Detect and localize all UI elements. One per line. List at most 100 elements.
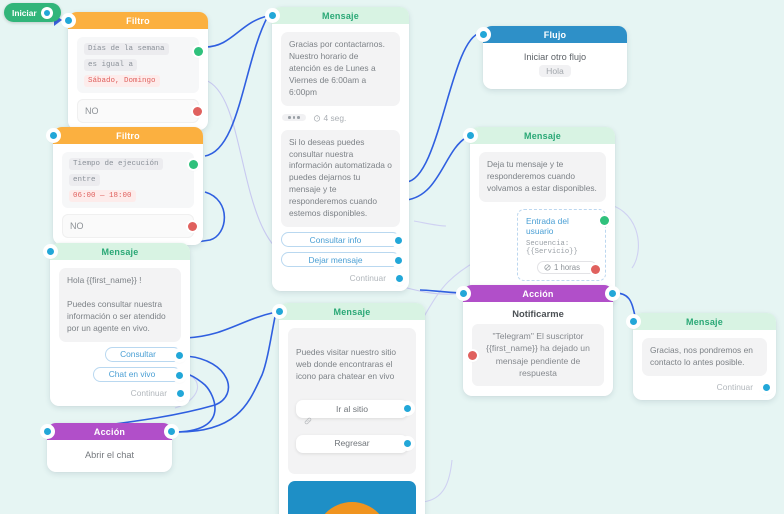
node-mensaje-1[interactable]: Mensaje Gracias por contactarnos. Nuestr… — [267, 7, 409, 292]
user-input-sequence: Secuencia: {{Servicio}} — [526, 239, 578, 256]
node-header-filtro: Filtro — [53, 127, 203, 144]
output-port[interactable] — [166, 426, 177, 437]
quick-reply-port[interactable] — [393, 235, 404, 247]
chat-bubble-logo — [288, 481, 416, 514]
play-circle-icon — [40, 6, 53, 19]
node-header-mensaje: Mensaje — [633, 313, 776, 330]
button-label: Regresar — [334, 438, 370, 449]
node-header-accion: Acción — [463, 285, 613, 302]
node-mensaje-5[interactable]: Mensaje Gracias, nos pondremos en contac… — [628, 313, 776, 400]
user-input-title: Entrada del usuario — [526, 215, 569, 236]
button-regresar[interactable]: Regresar — [296, 434, 413, 453]
typing-dots-icon — [282, 114, 306, 121]
filter-field: Tiempo de ejecución — [69, 158, 163, 170]
quick-reply-label: Consultar — [120, 349, 156, 360]
node-flujo-1[interactable]: Flujo Iniciar otro flujo Hola — [478, 26, 627, 89]
input-port[interactable] — [267, 10, 278, 21]
filter-condition[interactable]: Días de la semana es igual a Sábado, Dom… — [77, 37, 203, 93]
accion-title: Notificarme — [512, 308, 564, 319]
node-mensaje-3[interactable]: Mensaje Hola {{first_name}} ! Puedes con… — [45, 243, 190, 406]
input-port[interactable] — [458, 288, 469, 299]
node-accion-1[interactable]: Acción Abrir el chat — [42, 423, 177, 472]
filter-else-row[interactable]: NO — [62, 214, 197, 238]
user-input-timeout[interactable]: 1 horas — [536, 260, 600, 274]
input-port[interactable] — [478, 29, 489, 40]
delay-value: 4 seg. — [323, 112, 347, 123]
node-header-mensaje: Mensaje — [279, 303, 425, 320]
flujo-title: Iniciar otro flujo — [523, 52, 587, 62]
node-header-accion: Acción — [47, 423, 172, 440]
node-accion-2[interactable]: Acción Notificarme "Telegram" El suscrip… — [458, 285, 618, 396]
quick-reply-port[interactable] — [174, 349, 185, 361]
delay-row[interactable]: 4 seg. — [282, 113, 400, 123]
output-port[interactable] — [607, 288, 618, 299]
accion-message-text: "Telegram" El suscriptor {{first_name}} … — [486, 331, 590, 379]
quick-reply-consultar[interactable]: Consultar — [105, 346, 185, 362]
continue-port[interactable] — [394, 273, 405, 285]
input-port[interactable] — [42, 426, 53, 437]
button-label: Ir al sitio — [336, 403, 368, 414]
filter-operator: es igual a — [84, 59, 138, 71]
input-port[interactable] — [274, 306, 285, 317]
node-header-filtro: Filtro — [68, 12, 208, 29]
continue-label: Continuar — [349, 273, 386, 284]
button-port[interactable] — [402, 438, 413, 450]
message-bubble: Gracias, nos pondremos en contacto lo an… — [642, 338, 767, 376]
filter-false-port[interactable] — [193, 107, 202, 116]
button-ir-al-sitio[interactable]: Ir al sitio — [296, 399, 413, 425]
filter-true-port[interactable] — [194, 47, 203, 56]
continue-row[interactable]: Continuar — [281, 273, 405, 285]
quick-reply-port[interactable] — [174, 369, 185, 381]
user-input-card[interactable]: Entrada del usuario Secuencia: {{Servici… — [517, 208, 609, 281]
filter-false-port[interactable] — [188, 222, 197, 231]
filter-else-label: NO — [70, 221, 84, 231]
input-port[interactable] — [63, 15, 74, 26]
continue-row[interactable]: Continuar — [642, 381, 772, 393]
user-input-port[interactable] — [600, 215, 609, 225]
delay-label: 4 seg. — [313, 112, 347, 123]
node-mensaje-4[interactable]: Mensaje Puedes visitar nuestro sitio web… — [274, 303, 425, 514]
quick-reply-chat-en-vivo[interactable]: Chat en vivo — [93, 366, 185, 382]
input-port[interactable] — [45, 246, 56, 257]
node-filtro-1[interactable]: Filtro Días de la semana es igual a Sába… — [63, 12, 208, 130]
timeout-port[interactable] — [591, 264, 600, 274]
quick-reply-label: Chat en vivo — [108, 369, 156, 380]
continue-port[interactable] — [761, 381, 772, 393]
node-header-mensaje: Mensaje — [272, 7, 409, 24]
filter-value: Sábado, Domingo — [84, 75, 160, 87]
node-header-mensaje: Mensaje — [470, 127, 615, 144]
quick-reply-label: Consultar info — [309, 234, 362, 245]
quick-reply-dejar-mensaje[interactable]: Dejar mensaje — [281, 252, 404, 268]
accion-title: Abrir el chat — [84, 450, 135, 460]
quick-reply-consultar-info[interactable]: Consultar info — [281, 232, 404, 248]
image-preview[interactable] — [288, 481, 416, 514]
quick-reply-port[interactable] — [393, 255, 404, 267]
node-mensaje-2[interactable]: Mensaje Deja tu mensaje y te responderem… — [465, 127, 615, 305]
continue-label: Continuar — [716, 381, 753, 392]
input-port[interactable] — [465, 130, 476, 141]
filter-operator: entre — [69, 174, 100, 186]
filter-else-row[interactable]: NO — [77, 99, 202, 123]
node-header-mensaje: Mensaje — [50, 243, 190, 260]
message-bubble: Puedes visitar nuestro sitio web donde e… — [288, 328, 416, 475]
flujo-value: Hola — [539, 65, 571, 77]
continue-row[interactable]: Continuar — [59, 387, 186, 399]
clock-slash-icon — [544, 264, 551, 271]
filter-else-label: NO — [85, 106, 99, 116]
node-filtro-2[interactable]: Filtro Tiempo de ejecución entre 06:00 —… — [48, 127, 203, 245]
filter-condition[interactable]: Tiempo de ejecución entre 06:00 — 18:00 — [62, 152, 198, 208]
start-badge[interactable]: Iniciar — [4, 3, 61, 22]
continue-label: Continuar — [130, 387, 167, 398]
timeout-label: 1 horas — [553, 262, 580, 272]
continue-port[interactable] — [175, 387, 186, 399]
start-arrow-icon — [54, 14, 62, 26]
filter-field: Días de la semana — [84, 43, 169, 55]
message-bubble-2: Si lo deseas puedes consultar nuestra in… — [281, 129, 400, 228]
input-port[interactable] — [628, 316, 639, 327]
accion-status-dot — [468, 351, 477, 360]
filter-true-port[interactable] — [189, 160, 198, 169]
input-port[interactable] — [48, 130, 59, 141]
message-bubble: Gracias por contactarnos. Nuestro horari… — [281, 32, 400, 106]
button-port[interactable] — [402, 403, 413, 415]
